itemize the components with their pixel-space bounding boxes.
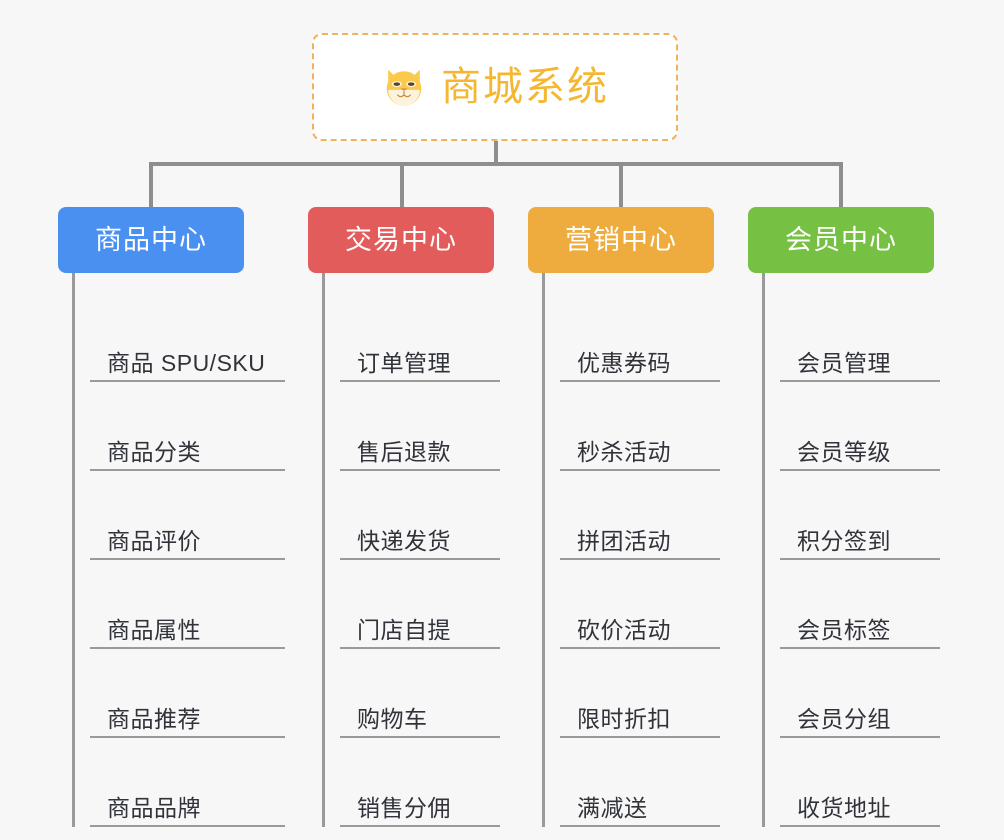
root-title: 商城系统: [441, 65, 609, 109]
leaf-label: 售后退款: [357, 438, 451, 465]
leaf-list-3: 优惠券码 秒杀活动 拼团活动 砍价活动 限时折扣 满减送: [542, 273, 724, 827]
leaf-label: 满减送: [577, 794, 648, 821]
leaf-label: 会员等级: [797, 438, 891, 465]
leaf-list-1: 商品 SPU/SKU 商品分类 商品评价 商品属性 商品推荐 商品品牌: [72, 273, 288, 827]
leaf-item[interactable]: 门店自提: [340, 560, 500, 649]
leaf-label: 门店自提: [357, 616, 451, 643]
leaf-label: 会员管理: [797, 349, 891, 376]
leaf-label: 限时折扣: [577, 705, 671, 732]
connector-drop-3: [619, 162, 623, 210]
leaf-item[interactable]: 限时折扣: [560, 649, 720, 738]
branch-column-3: 营销中心 优惠券码 秒杀活动 拼团活动 砍价活动 限时折扣 满减送: [528, 207, 724, 827]
branch-label-2: 交易中心: [345, 224, 457, 255]
branch-column-2: 交易中心 订单管理 售后退款 快递发货 门店自提 购物车 销售分佣: [308, 207, 508, 827]
leaf-item[interactable]: 收货地址: [780, 738, 940, 827]
leaf-label: 收货地址: [797, 794, 891, 821]
leaf-item[interactable]: 商品品牌: [90, 738, 285, 827]
branch-header-4[interactable]: 会员中心: [748, 207, 934, 273]
leaf-list-4: 会员管理 会员等级 积分签到 会员标签 会员分组 收货地址: [762, 273, 944, 827]
branch-column-4: 会员中心 会员管理 会员等级 积分签到 会员标签 会员分组 收货地址: [748, 207, 944, 827]
leaf-label: 积分签到: [797, 527, 891, 554]
branch-label-4: 会员中心: [785, 224, 897, 255]
branch-header-3[interactable]: 营销中心: [528, 207, 714, 273]
leaf-item[interactable]: 商品属性: [90, 560, 285, 649]
branch-column-1: 商品中心 商品 SPU/SKU 商品分类 商品评价 商品属性 商品推荐 商品品牌: [58, 207, 288, 827]
branch-label-1: 商品中心: [95, 224, 207, 255]
leaf-label: 订单管理: [357, 349, 451, 376]
leaf-item[interactable]: 商品分类: [90, 382, 285, 471]
leaf-item[interactable]: 商品评价: [90, 471, 285, 560]
branch-header-1[interactable]: 商品中心: [58, 207, 244, 273]
leaf-label: 快递发货: [357, 527, 451, 554]
leaf-item[interactable]: 会员分组: [780, 649, 940, 738]
leaf-label: 销售分佣: [357, 794, 451, 821]
leaf-item[interactable]: 购物车: [340, 649, 500, 738]
leaf-label: 会员分组: [797, 705, 891, 732]
leaf-item[interactable]: 会员管理: [780, 293, 940, 382]
leaf-item[interactable]: 商品 SPU/SKU: [90, 293, 285, 382]
leaf-item[interactable]: 商品推荐: [90, 649, 285, 738]
leaf-item[interactable]: 快递发货: [340, 471, 500, 560]
leaf-item[interactable]: 会员标签: [780, 560, 940, 649]
leaf-item[interactable]: 拼团活动: [560, 471, 720, 560]
connector-drop-2: [400, 162, 404, 210]
connector-drop-1: [149, 162, 153, 210]
leaf-item[interactable]: 订单管理: [340, 293, 500, 382]
connector-drop-4: [839, 162, 843, 210]
leaf-item[interactable]: 满减送: [560, 738, 720, 827]
leaf-label: 商品推荐: [107, 705, 201, 732]
leaf-item[interactable]: 积分签到: [780, 471, 940, 560]
root-node[interactable]: 商城系统: [312, 33, 678, 141]
leaf-label: 商品分类: [107, 438, 201, 465]
leaf-label: 秒杀活动: [577, 438, 671, 465]
connector-horizontal-bar: [149, 162, 843, 166]
leaf-item[interactable]: 秒杀活动: [560, 382, 720, 471]
branch-header-2[interactable]: 交易中心: [308, 207, 494, 273]
leaf-label: 商品评价: [107, 527, 201, 554]
leaf-label: 优惠券码: [577, 349, 671, 376]
leaf-label: 会员标签: [797, 616, 891, 643]
leaf-item[interactable]: 砍价活动: [560, 560, 720, 649]
leaf-list-2: 订单管理 售后退款 快递发货 门店自提 购物车 销售分佣: [322, 273, 508, 827]
connector-root-stem: [494, 141, 498, 165]
leaf-label: 商品属性: [107, 616, 201, 643]
shiba-dog-face-icon: [386, 69, 422, 106]
leaf-label: 砍价活动: [577, 616, 671, 643]
leaf-item[interactable]: 优惠券码: [560, 293, 720, 382]
leaf-item[interactable]: 会员等级: [780, 382, 940, 471]
leaf-label: 商品 SPU/SKU: [107, 349, 266, 376]
leaf-item[interactable]: 销售分佣: [340, 738, 500, 827]
leaf-label: 拼团活动: [577, 527, 671, 554]
leaf-label: 购物车: [357, 705, 428, 732]
leaf-item[interactable]: 售后退款: [340, 382, 500, 471]
branch-label-3: 营销中心: [565, 224, 677, 255]
leaf-label: 商品品牌: [107, 794, 201, 821]
